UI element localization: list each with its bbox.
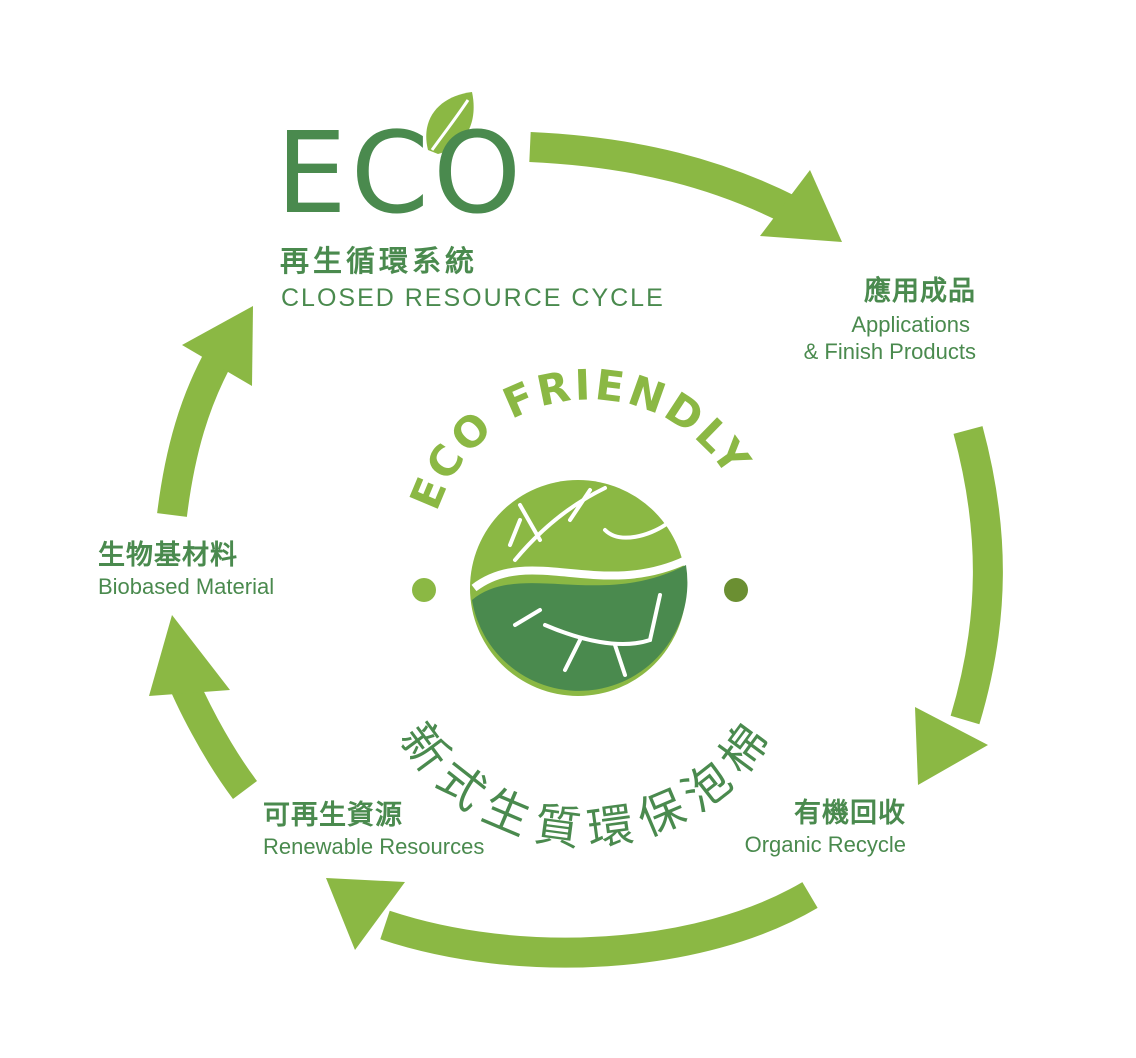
arrowhead-eco	[182, 306, 253, 386]
stage-renewable-zh: 可再生資源	[263, 800, 403, 831]
arrow-biobased-to-eco	[157, 347, 234, 517]
stage-applications-en-line1: Applications	[851, 312, 970, 338]
stage-biobased-en: Biobased Material	[98, 574, 275, 600]
arrowhead-organic	[915, 707, 988, 785]
arrow-organic-to-renewable	[380, 882, 818, 968]
stage-applications-zh: 應用成品	[864, 276, 976, 307]
cycle-title-en: CLOSED RESOURCE CYCLE	[281, 284, 665, 312]
cycle-arrows	[149, 132, 1003, 968]
stage-biobased-material: 生物基材料 Biobased Material	[98, 540, 338, 601]
right-dot	[724, 578, 748, 602]
arrow-eco-to-applications	[529, 132, 797, 224]
arrowhead-applications	[760, 170, 842, 242]
stage-organic-en: Organic Recycle	[744, 832, 906, 858]
stage-renewable-en: Renewable Resources	[263, 834, 485, 860]
stage-biobased-zh: 生物基材料	[98, 540, 238, 571]
leaf-globe-icon	[470, 480, 688, 696]
stage-organic-recycle: 有機回收 Organic Recycle	[700, 798, 906, 859]
stage-applications-en-line2: & Finish Products	[803, 338, 976, 364]
stage-renewable-resources: 可再生資源 Renewable Resources	[263, 800, 543, 861]
arrowhead-renewable	[326, 878, 405, 950]
eco-wordmark: ECO	[276, 109, 526, 239]
leaf-icon	[426, 92, 474, 154]
stage-organic-zh: 有機回收	[794, 798, 906, 829]
cycle-title-zh: 再生循環系統	[280, 244, 479, 278]
arrowhead-biobased	[149, 615, 230, 696]
stage-applications: 應用成品 Applications & Finish Products	[740, 276, 976, 365]
left-dot	[412, 578, 436, 602]
arrow-applications-to-organic	[950, 426, 1003, 725]
